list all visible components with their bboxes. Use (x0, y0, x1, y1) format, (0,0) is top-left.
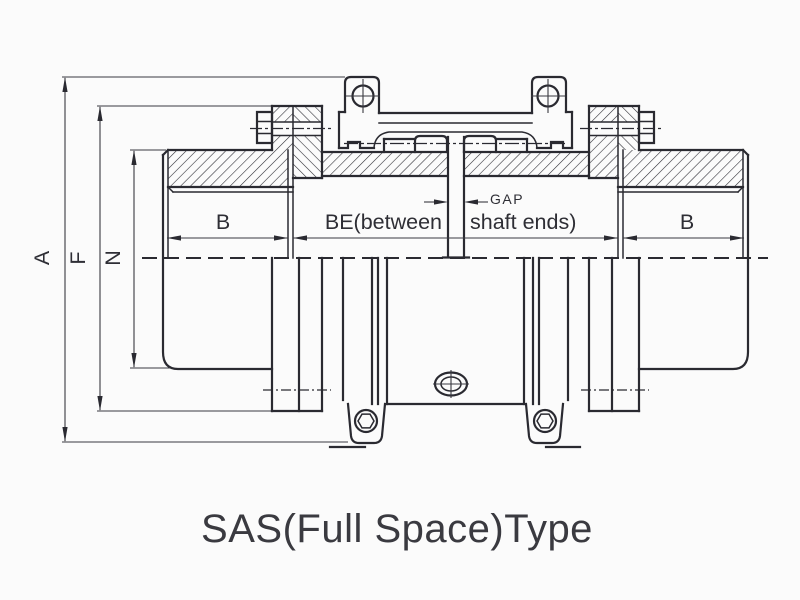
dim-label-overall-diameter: A (30, 250, 54, 265)
drawing-title: SAS(Full Space)Type (201, 507, 593, 551)
dim-label-gap: GAP (490, 191, 524, 207)
dim-label-hub-diameter: N (101, 250, 125, 266)
left-cover-lug-bolt-icon (346, 402, 387, 445)
right-bolt-hole-icon (531, 79, 565, 113)
right-cover-lug-bolt-icon (524, 402, 565, 445)
dimension-annotations (62, 76, 744, 443)
left-flange-bolt-icon (250, 110, 331, 145)
dim-label-hub-length-left: B (216, 210, 230, 234)
dim-label-flange-diameter: F (66, 251, 90, 264)
lube-hole-icon (433, 370, 469, 398)
right-flange-bolt-icon (580, 110, 661, 145)
cover-lower-view (328, 256, 582, 449)
cover-assembly (337, 75, 574, 150)
grid-spring-element (320, 134, 591, 259)
left-bolt-hole-icon (346, 79, 380, 113)
left-hub-section (161, 104, 331, 413)
section-hatching (168, 106, 743, 187)
dim-label-hub-length-right: B (680, 210, 694, 234)
dim-label-between-shaft-ends-right: shaft ends) (470, 210, 576, 234)
right-hub-section (581, 104, 750, 413)
dim-label-between-shaft-ends-left: BE(between (325, 210, 442, 234)
